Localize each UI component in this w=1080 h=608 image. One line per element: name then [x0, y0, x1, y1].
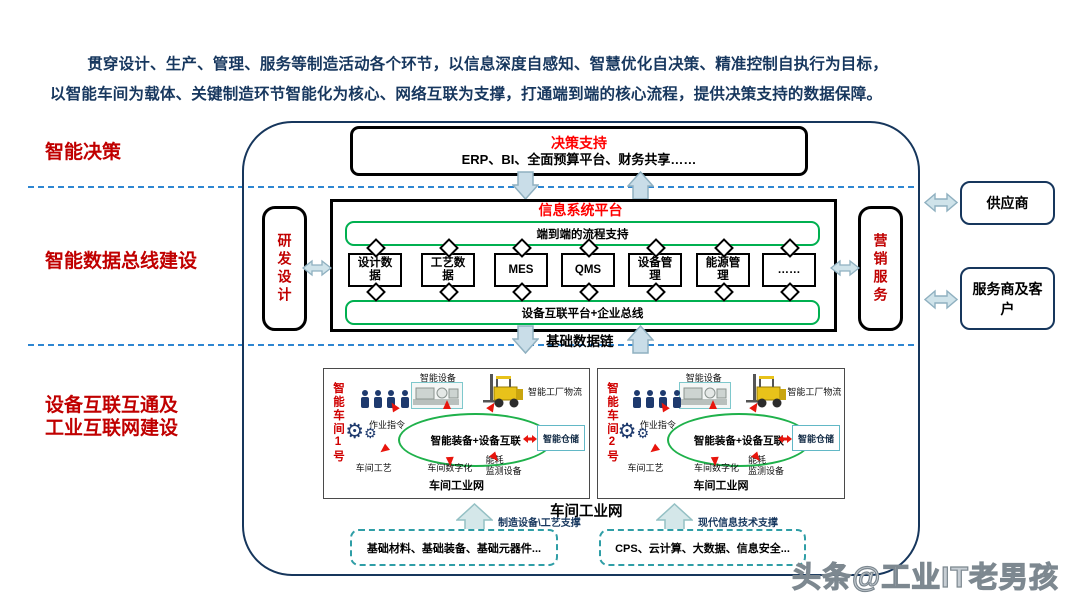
foundation-materials-box: 基础材料、基础装备、基础元器件... [350, 529, 558, 566]
forklift-icon [483, 371, 527, 416]
gears-icon: ⚙⚙ [617, 420, 650, 443]
down-arrow-icon [511, 171, 540, 205]
base-data-chain-label: 基础数据链 [546, 334, 614, 349]
double-arrow-icon [829, 258, 861, 283]
workshop-craft-label: 车间工艺 [355, 463, 392, 473]
stage-label-interconnect-line2: 工业互联网建设 [45, 418, 179, 439]
decision-support-systems: ERP、BI、全面预算平台、财务共享…… [461, 151, 697, 167]
workshop-2-box: 智能车间2号 智能设备 智能工厂物流 作业指令 智能装备+设备互联 智能仓储 ⚙… [597, 368, 845, 499]
gears-icon: ⚙⚙ [345, 420, 377, 443]
workshop-1-box: 智能车间1号 智能设备 智能工厂物流 作业指令 智能装备+设备互联 智能仓储 ⚙… [323, 368, 590, 499]
workshop-2-name: 智能车间2号 [606, 382, 618, 464]
red-arrow-icon [647, 443, 660, 456]
stage-label-interconnect-line1: 设备互联互通及 [45, 395, 179, 416]
header-paragraph: 贯穿设计、生产、管理、服务等制造活动各个环节，以信息深度自感知、智慧优化自决策、… [50, 50, 1028, 110]
smart-device-label: 智能设备 [685, 373, 722, 383]
red-arrow-icon [377, 443, 390, 456]
marketing-service-label: 营销服务 [872, 232, 889, 305]
red-double-arrow-icon [778, 431, 792, 449]
customer-box: 服务商及客户 [960, 267, 1055, 330]
workers-icon [358, 389, 412, 416]
work-order-label: 作业指令 [369, 420, 406, 430]
stage-label-databus: 智能数据总线建设 [45, 251, 198, 272]
process-bus-bar: 端到端的流程支持 [345, 221, 820, 246]
system-box-process-data: 工艺数据 [421, 253, 475, 287]
foundation-it-box: CPS、云计算、大数据、信息安全... [599, 529, 806, 566]
workshop-craft-label: 车间工艺 [627, 463, 664, 473]
up-arrow-icon [626, 324, 655, 359]
smart-logistics-label: 智能工厂物流 [528, 387, 583, 397]
dashed-separator-top [28, 186, 914, 188]
manufacturing-support-label: 制造设备\工艺支撑 [498, 518, 581, 529]
energy-monitor-label: 能耗 监测设备 [748, 455, 785, 476]
smart-logistics-label: 智能工厂物流 [787, 387, 842, 397]
shop-floor-network-label: 车间工业网 [550, 504, 623, 520]
red-arrow-icon [710, 456, 720, 467]
stage-label-decision: 智能决策 [45, 142, 122, 163]
header-line-2: 以智能车间为载体、关键制造环节智能化为核心、网络互联为支撑，打通端到端的核心流程… [50, 86, 883, 103]
header-line-1: 贯穿设计、生产、管理、服务等制造活动各个环节，以信息深度自感知、智慧优化自决策、… [87, 56, 888, 73]
stage-label-interconnect: 设备互联互通及 工业互联网建设 [45, 394, 178, 440]
it-support-label: 现代信息技术支撑 [698, 518, 778, 529]
supplier-box: 供应商 [960, 181, 1055, 225]
red-arrow-icon [708, 400, 717, 409]
watermark: 头条@工业IT老男孩 [791, 561, 1060, 594]
work-order-label: 作业指令 [639, 420, 676, 430]
rd-design-label: 研发设计 [276, 232, 293, 305]
machine-icon [411, 382, 464, 409]
down-arrow-icon [511, 325, 540, 359]
dashed-separator-bottom [28, 344, 914, 346]
energy-monitor-label: 能耗 监测设备 [485, 455, 522, 476]
rd-design-box: 研发设计 [262, 206, 307, 331]
decision-support-title: 决策支持 [551, 134, 607, 151]
red-arrow-icon [443, 400, 452, 409]
main-architecture-container [242, 121, 920, 576]
decision-support-box: 决策支持 ERP、BI、全面预算平台、财务共享…… [350, 126, 808, 176]
workshop-1-name: 智能车间1号 [332, 382, 344, 464]
red-double-arrow-icon [523, 431, 537, 449]
workshop-network-label: 车间工业网 [693, 480, 749, 492]
information-platform-title: 信息系统平台 [538, 202, 623, 218]
double-arrow-icon [923, 191, 959, 219]
machine-icon [679, 382, 732, 409]
smart-warehouse-box: 智能仓储 [792, 425, 840, 451]
double-arrow-icon [923, 288, 959, 316]
smart-warehouse-box: 智能仓储 [537, 425, 585, 451]
device-bus-bar: 设备互联平台+企业总线 [345, 300, 820, 325]
double-arrow-icon [301, 258, 333, 283]
workshop-digital-label: 车间数字化 [427, 463, 473, 473]
red-arrow-icon [445, 456, 455, 467]
workshop-network-label: 车间工业网 [429, 480, 484, 492]
forklift-icon [745, 371, 790, 416]
smart-device-label: 智能设备 [419, 373, 456, 383]
workers-icon [630, 389, 684, 416]
marketing-service-box: 营销服务 [858, 206, 903, 331]
workshop-digital-label: 车间数字化 [693, 463, 739, 473]
